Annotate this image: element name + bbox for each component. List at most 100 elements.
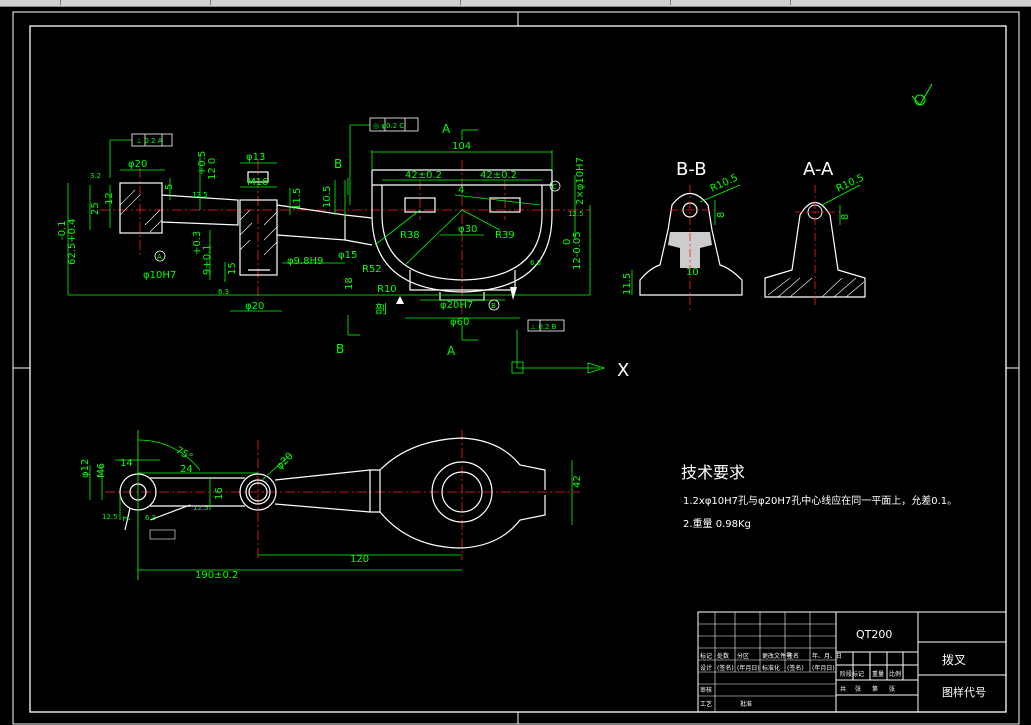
- dimension-label: M16: [247, 177, 268, 188]
- dimension-label: 2×φ10H7: [575, 157, 586, 205]
- dimension-label: 12.5: [568, 210, 584, 218]
- dimension-label: R38: [400, 230, 420, 241]
- dimension-label: R10.5: [835, 172, 866, 194]
- toolbar-tab[interactable]: [60, 0, 211, 5]
- material-label: QT200: [856, 628, 892, 641]
- dimension-label: φ10H7: [143, 270, 176, 281]
- dimension-label: φ20: [128, 159, 147, 170]
- dimension-label: φ15: [338, 250, 357, 261]
- dimension-label: φ60: [450, 317, 469, 328]
- dimension-label: 处数: [717, 652, 729, 660]
- dimension-label: A: [442, 122, 451, 136]
- dimension-label: 5: [164, 184, 175, 190]
- dimension-label: 12.5: [102, 513, 118, 521]
- dimension-label: 标准化: [762, 664, 780, 672]
- plan-view: 14 24 16 φ12 M6 φ20 120 190±0.2 42 75° 7…: [80, 430, 583, 581]
- dimension-label: R10: [377, 284, 397, 295]
- dimension-label: 批准: [740, 700, 752, 708]
- dimension-label: -0.1: [57, 220, 68, 240]
- front-view-dimensions: 104 42±0.2 42±0.2 4 2×φ10H7 10.5 11.5 φ2…: [57, 122, 629, 381]
- dimension-label: 比例: [889, 670, 901, 678]
- dimension-label: 签名: [787, 652, 799, 660]
- dimension-label: 12.5: [193, 504, 209, 512]
- dimension-label: 张: [889, 685, 895, 693]
- drawing-code: 图样代号: [942, 685, 986, 699]
- dimension-label: 12.5: [192, 191, 208, 199]
- technical-requirements: 技术要求 1.2xφ10H7孔与φ20H7孔中心线应在同一平面上，允差0.1。 …: [681, 463, 957, 530]
- front-view: [67, 117, 606, 374]
- tech-req-line-2: 2.重量 0.98Kg: [683, 517, 751, 530]
- dimension-label: ⊥ 0.2 B: [530, 323, 557, 331]
- dimension-label: 设计: [700, 664, 712, 672]
- dimension-label: B: [336, 342, 344, 356]
- dimension-label: 62.5+0.4: [67, 218, 78, 265]
- dimension-label: 18: [344, 277, 355, 290]
- dimension-label: 42: [572, 475, 583, 488]
- dimension-label: 4: [458, 185, 464, 196]
- dimension-label: 第: [872, 685, 878, 693]
- dimension-label: φ20: [274, 451, 295, 472]
- dimension-label: 6.3: [530, 259, 541, 267]
- tolerance-frame: [369, 117, 419, 132]
- section-aa-view: A-A R10.5 8: [764, 159, 866, 305]
- part-name: 拨叉: [942, 653, 966, 667]
- dimension-label: 共: [840, 685, 846, 693]
- dimension-label: 120: [350, 554, 369, 565]
- dimension-label: 10.5: [322, 186, 333, 208]
- window-toolbar-strip: [0, 0, 1031, 7]
- dimension-label: ⊥ 0.2 A: [136, 137, 163, 145]
- tolerance-frame: [131, 133, 173, 147]
- tech-req-title: 技术要求: [681, 463, 745, 482]
- dimension-label: R39: [495, 230, 515, 241]
- dimension-label: B: [334, 157, 342, 171]
- dimension-label: (年月日): [812, 664, 835, 672]
- tech-req-line-1: 1.2xφ10H7孔与φ20H7孔中心线应在同一平面上，允差0.1。: [683, 494, 957, 507]
- toolbar-tab[interactable]: [460, 0, 671, 5]
- dimension-label: (签名): [787, 664, 804, 672]
- dimension-label: 11.5: [292, 188, 303, 210]
- dimension-label: B: [491, 302, 496, 310]
- dimension-label: R52: [362, 264, 382, 275]
- drawing-frame: [12, 11, 1020, 725]
- dimension-label: A: [447, 344, 456, 358]
- dimension-label: φ30: [458, 224, 477, 235]
- dimension-label: 104: [452, 141, 471, 152]
- dimension-label: 张: [855, 685, 861, 693]
- dimension-label: 14: [120, 458, 133, 469]
- dimension-label: 审核: [700, 686, 712, 694]
- dimension-label: 11.5: [622, 273, 633, 295]
- toolbar-tab[interactable]: [0, 0, 61, 5]
- dimension-label: A-A: [803, 159, 834, 180]
- dimension-label: φ20H7: [440, 300, 473, 311]
- dimension-label: 15: [227, 262, 238, 275]
- dimension-label: 6.3: [218, 288, 229, 296]
- axis-label: X: [617, 360, 629, 381]
- dimension-label: 25: [90, 202, 101, 215]
- dimension-label: A: [157, 253, 162, 261]
- dimension-label: C: [552, 183, 557, 191]
- dimension-label: 8: [840, 214, 851, 220]
- dimension-label: 42±0.2: [405, 170, 442, 181]
- dimension-label: (签名): [717, 664, 734, 672]
- dimension-label: 12-0.05: [572, 231, 583, 270]
- dimension-label: 8: [716, 212, 727, 218]
- dimension-label: 10: [686, 267, 699, 278]
- roughness-symbol-icon: [911, 83, 933, 106]
- dimension-label: 16: [214, 487, 225, 500]
- dimension-label: 重量: [872, 670, 884, 678]
- dimension-label: φ12: [80, 459, 91, 478]
- dimension-label: 9+0.1: [202, 244, 213, 275]
- dimension-label: 6.3: [145, 514, 156, 522]
- dimension-label: 阶段标记: [840, 670, 864, 678]
- dimension-label: 年、月、日: [812, 652, 842, 660]
- dimension-label: (年月日): [737, 664, 760, 672]
- dimension-label: 12: [104, 192, 115, 205]
- toolbar-tab[interactable]: [670, 0, 791, 5]
- dimension-label: 12 0: [207, 158, 218, 180]
- toolbar-tab[interactable]: [210, 0, 461, 5]
- dimension-label: 更改文件号: [762, 652, 792, 660]
- dimension-label: +0.3: [192, 231, 203, 255]
- dimension-label: 42±0.2: [480, 170, 517, 181]
- dimension-label: ◎ φ0.2 C: [373, 122, 404, 130]
